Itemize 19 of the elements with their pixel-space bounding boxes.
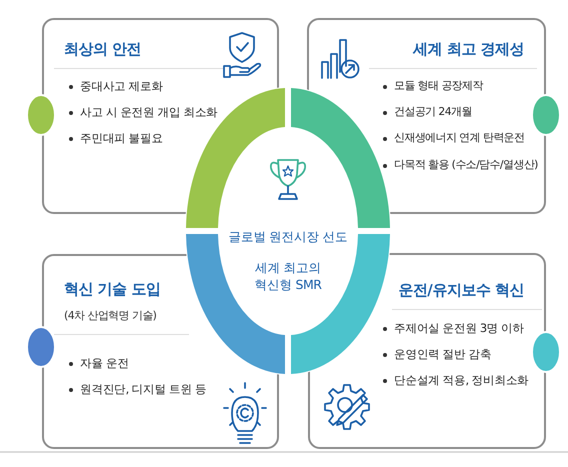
bullet-item: 주제어실 운전원 3명 이하: [394, 321, 524, 336]
bullet-item: 주민대피 불필요: [80, 131, 163, 146]
bullet-item: 사고 시 운전원 개입 최소화: [80, 105, 218, 120]
bullet-item: 원격진단, 디지털 트윈 등: [80, 382, 206, 397]
card-heading: 운전/유지보수 혁신: [398, 281, 524, 300]
bullet-item: 건설공기 24개월: [394, 105, 472, 119]
center-text: 글로벌 원전시장 선도: [227, 229, 349, 246]
bullet-item: 운영인력 절반 감축: [394, 347, 492, 362]
bullet-item: 중대사고 제로화: [80, 79, 163, 94]
card-subtitle: (4차 산업혁명 기술): [64, 308, 156, 323]
card-heading: 세계 최고 경제성: [413, 40, 524, 59]
center-text: 세계 최고의 혁신형 SMR: [254, 259, 322, 293]
bullet-item: 단순설계 적용, 정비최소화: [394, 373, 529, 388]
bullet-item: 모듈 형태 공장제작: [394, 79, 483, 93]
bullet-item: 자율 운전: [80, 356, 129, 371]
card-heading: 최상의 안전: [64, 40, 142, 59]
bullet-item: 신재생에너지 연계 탄력운전: [394, 131, 524, 145]
card-heading: 혁신 기술 도입: [64, 280, 160, 299]
bullet-item: 다목적 활용 (수소/담수/열생산): [394, 158, 538, 172]
